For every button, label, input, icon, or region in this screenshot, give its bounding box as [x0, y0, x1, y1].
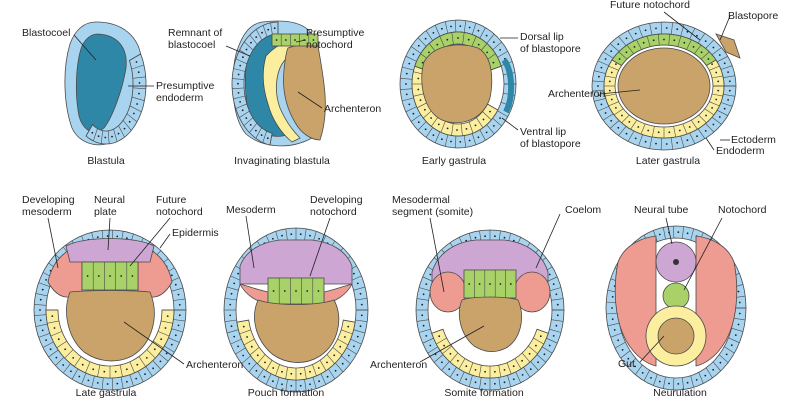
label-neural-plate: Neural plate [94, 194, 125, 218]
leader-blastocoel [73, 34, 97, 61]
label-gut: Gut [618, 358, 635, 370]
invaginating-notochord-cells [271, 33, 319, 47]
leader-gut [639, 335, 665, 363]
caption-neurulation: Neurulation [653, 387, 707, 399]
label-ventral-lip: Ventral lip of blastopore [520, 126, 581, 150]
somite-notochord-cells [463, 269, 517, 299]
leader-archenteron-late [123, 321, 185, 365]
caption-pouch-formation: Pouch formation [247, 387, 325, 399]
stage-drawings [33, 19, 747, 393]
label-endoderm: Endoderm [716, 145, 765, 157]
caption-invaginating-blastula: Invaginating blastula [234, 155, 330, 167]
leader-blastopore [719, 15, 731, 41]
label-developing-notochord: Developing notochord [310, 194, 363, 218]
leader-neural-tube [665, 217, 673, 245]
neurulation-notochord [662, 282, 690, 310]
caption-late-gastrula: Late gastrula [75, 387, 137, 399]
leader-future-notochord-top [663, 11, 701, 41]
label-ectoderm: Ectoderm [731, 134, 776, 146]
pouch-mesoderm-left [239, 283, 269, 305]
label-archenteron-late: Archenteron [186, 359, 244, 371]
later-gastrula-archenteron [617, 47, 711, 125]
late-gastrula-notochord-cells [81, 261, 139, 291]
label-dorsal-lip: Dorsal lip of blastopore [520, 31, 581, 55]
label-blastopore: Blastopore [728, 10, 779, 22]
invaginating-cell-ring [231, 21, 279, 146]
leader-future-notochord-bottom [129, 217, 171, 267]
early-gastrula-archenteron [421, 44, 493, 124]
later-gastrula-mesoderm-band [611, 33, 717, 67]
caption-blastula: Blastula [87, 155, 125, 167]
label-future-notochord-top: Future notochord [610, 0, 690, 11]
caption-later-gastrula: Later gastrula [635, 155, 701, 167]
label-blastocoel: Blastocoel [22, 27, 71, 39]
pouch-archenteron [254, 299, 340, 363]
label-neural-tube: Neural tube [634, 204, 689, 216]
leader-presumptive-notochord [295, 39, 307, 43]
late-gastrula-endoderm-ring [45, 309, 175, 379]
label-remnant-of-blastocoel: Remnant of blastocoel [168, 27, 223, 51]
leader-neural-plate [107, 217, 111, 251]
leader-notochord [683, 217, 723, 291]
pouch-mesoderm-right [323, 283, 353, 305]
label-presumptive-endoderm: Presumptive endoderm [156, 80, 215, 104]
label-archenteron-somite: Archenteron [370, 359, 428, 371]
label-developing-mesoderm: Developing mesoderm [22, 194, 75, 218]
leader-archenteron-invaginating [297, 91, 323, 109]
pouch-neural-plate [239, 239, 353, 285]
neurulation-gut-lumen [657, 317, 695, 355]
pouch-notochord-cells [267, 277, 325, 305]
caption-somite-formation: Somite formation [444, 387, 524, 399]
early-gastrula-blastopore [501, 58, 514, 114]
later-gastrula-blastopore [715, 33, 741, 59]
pouch-endoderm-ring [236, 319, 356, 381]
label-presumptive-notochord: Presumptive notochord [306, 27, 365, 51]
leader-developing-mesoderm [47, 217, 59, 269]
somite-archenteron [458, 296, 522, 352]
blastula-cell-ring [85, 53, 147, 145]
caption-early-gastrula: Early gastrula [421, 155, 487, 167]
label-mesoderm: Mesoderm [226, 204, 276, 216]
label-archenteron-later: Archenteron [548, 88, 606, 100]
leader-lines [47, 11, 731, 365]
leader-archenteron-later [599, 89, 641, 95]
late-gastrula-archenteron [66, 290, 155, 362]
label-mesodermal-segment: Mesodermal segment (somite) [392, 194, 474, 218]
leader-mesoderm [245, 215, 255, 269]
label-notochord: Notochord [718, 204, 767, 216]
label-archenteron-invaginating: Archenteron [324, 103, 382, 115]
leader-endoderm [705, 137, 715, 151]
neurulation-neural-canal [673, 259, 679, 265]
somite-endoderm-ring [431, 328, 549, 379]
label-epidermis: Epidermis [172, 227, 219, 239]
label-future-notochord-bottom: Future notochord [156, 194, 203, 218]
leader-epidermis [159, 233, 171, 249]
somite-neural-tissue [431, 239, 549, 283]
leader-ventral-lip [501, 117, 519, 131]
leader-coelom [535, 213, 561, 269]
late-gastrula-neural-plate [65, 238, 155, 263]
leader-developing-notochord [309, 217, 331, 277]
leader-archenteron-somite [419, 325, 485, 363]
leader-mesodermal-segment [429, 217, 445, 293]
label-coelom: Coelom [565, 204, 602, 216]
leader-remnant [225, 45, 251, 57]
